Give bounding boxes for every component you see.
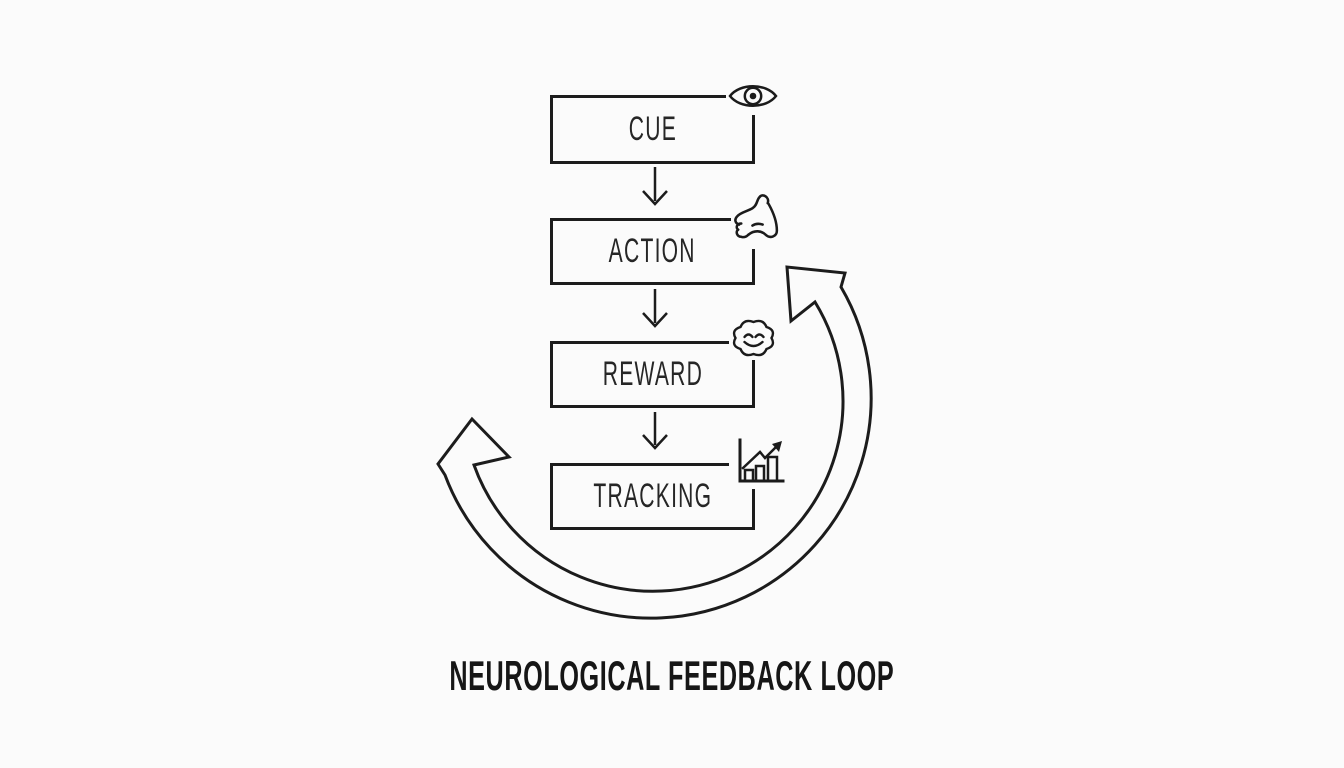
diagram-title: NEUROLOGICAL FEEDBACK LOOP bbox=[449, 652, 895, 699]
step-label-action: ACTION bbox=[608, 232, 697, 270]
chart-icon bbox=[729, 432, 785, 489]
step-label-tracking: TRACKING bbox=[593, 477, 712, 515]
step-label-cue: CUE bbox=[628, 110, 677, 148]
step-box-reward: REWARD bbox=[550, 341, 755, 408]
diagram-title-bar: NEUROLOGICAL FEEDBACK LOOP bbox=[0, 645, 1344, 707]
step-box-tracking: TRACKING bbox=[550, 463, 755, 530]
down-arrow-2 bbox=[642, 289, 668, 328]
down-arrow-1 bbox=[642, 167, 668, 206]
step-box-action: ACTION bbox=[550, 218, 755, 285]
loop-arrow bbox=[436, 265, 873, 620]
muscle-icon bbox=[731, 194, 780, 249]
eye-icon bbox=[726, 77, 780, 115]
step-label-reward: REWARD bbox=[602, 355, 703, 393]
brain-icon bbox=[729, 316, 778, 360]
down-arrow-3 bbox=[642, 412, 668, 450]
step-box-cue: CUE bbox=[550, 95, 755, 164]
